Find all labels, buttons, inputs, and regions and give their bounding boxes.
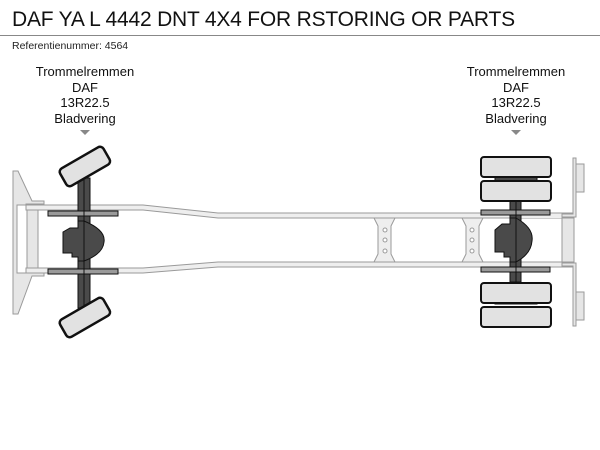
rear-axle-brake: Trommelremmen — [466, 64, 566, 79]
front-spring-lower — [47, 268, 119, 275]
front-axle-pointer-icon — [80, 130, 90, 135]
rear-tire-inner-lower — [480, 282, 552, 304]
rear-light-lower — [575, 291, 585, 321]
cross-member-2 — [461, 217, 484, 263]
rear-axle-brand: DAF — [503, 79, 529, 95]
reference-number: Referentienummer: 4564 — [12, 40, 129, 52]
rear-tire-outer-lower — [480, 306, 552, 328]
front-bumper — [12, 170, 45, 315]
front-axle-suspension: Bladvering — [54, 110, 116, 126]
cross-member-1 — [373, 217, 396, 263]
rear-axle-suspension: Bladvering — [485, 110, 547, 126]
rear-axle-label: Trommelremmen DAF 13R22.5 Bladvering — [446, 64, 586, 126]
rear-end — [561, 157, 585, 327]
rear-axle-tire-size: 13R22.5 — [491, 95, 541, 110]
front-tire-upper — [58, 145, 112, 188]
front-spring-upper — [47, 210, 119, 217]
front-axle-brake: Trommelremmen — [35, 64, 135, 79]
rear-axle — [480, 156, 552, 328]
rear-tire-inner-upper — [480, 180, 552, 202]
page-title: DAF YA L 4442 DNT 4X4 FOR RSTORING OR PA… — [12, 8, 515, 31]
rear-differential — [494, 217, 533, 263]
rear-axle-pointer-icon — [511, 130, 521, 135]
rear-light-upper — [575, 163, 585, 193]
title-divider — [0, 35, 600, 36]
front-axle-tire-size: 13R22.5 — [60, 95, 110, 110]
front-axle-brand: DAF — [72, 79, 98, 95]
front-axle-label: Trommelremmen DAF 13R22.5 Bladvering — [15, 64, 155, 126]
front-axle — [47, 145, 119, 339]
rear-tire-outer-upper — [480, 156, 552, 178]
front-tire-lower — [58, 296, 112, 339]
